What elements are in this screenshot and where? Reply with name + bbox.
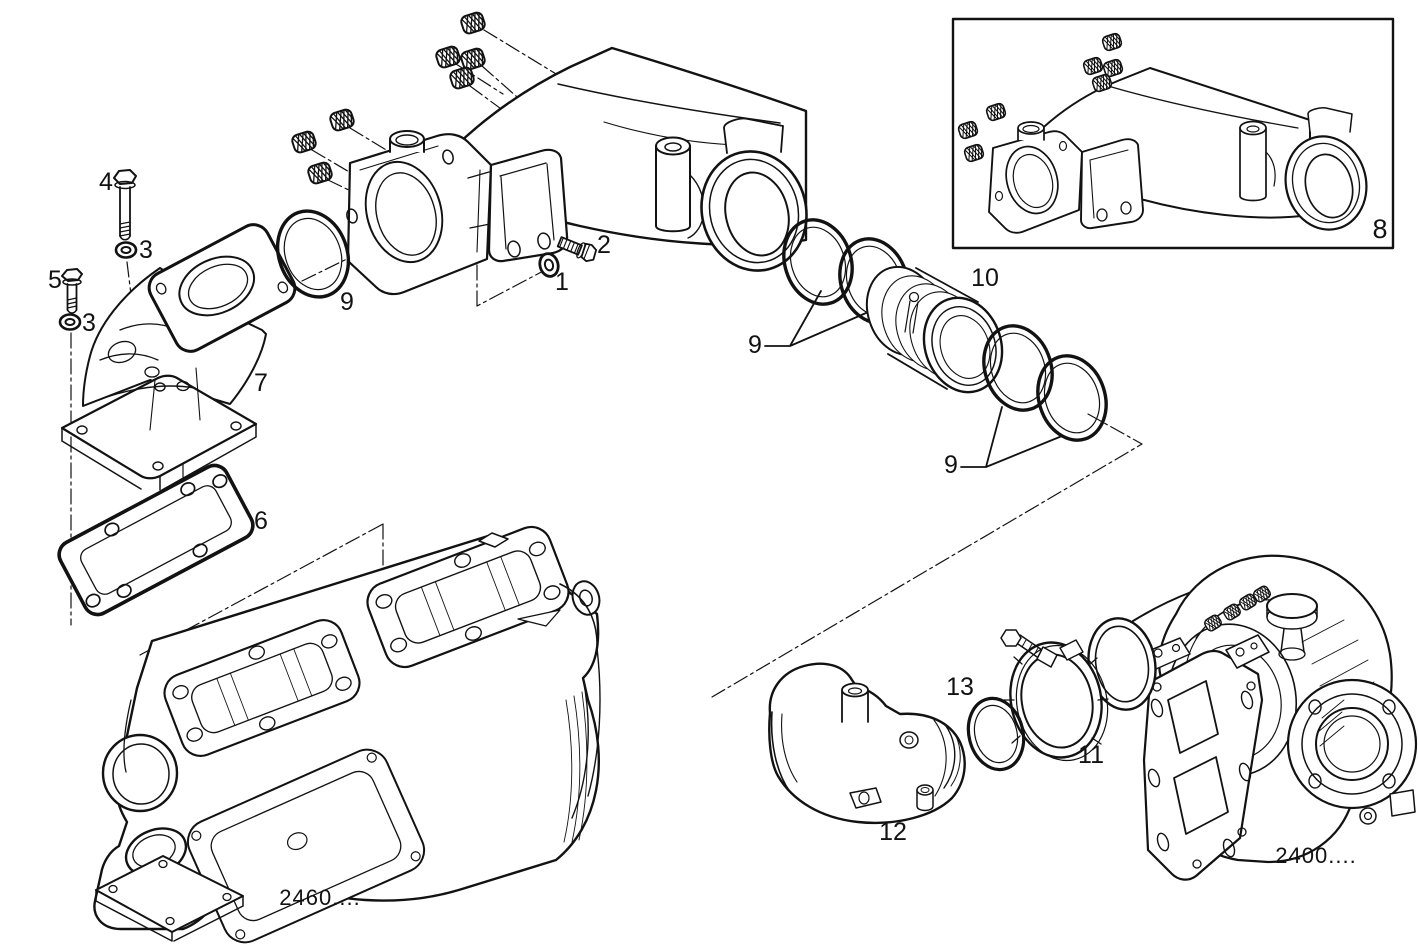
- turbocharger-2400: [1087, 554, 1418, 881]
- callout-7: 7: [254, 369, 268, 397]
- intercooler-manifold-2460: [93, 525, 601, 944]
- washer-part-3: [58, 313, 82, 331]
- bolt-part-4: [113, 169, 137, 241]
- washer-part-3: [114, 241, 138, 259]
- callout-8: 8: [1372, 214, 1387, 244]
- callout-5: 5: [48, 266, 62, 294]
- part-ref-2460: 2460....: [279, 885, 360, 910]
- callout-labels: 1 2 3 3 4 5 6 7 8 9 9 9 10 11 12 13 2460…: [48, 168, 1387, 910]
- label-leader-lines: [764, 290, 1063, 468]
- intake-pipe-main: [346, 46, 808, 296]
- callout-2: 2: [597, 231, 611, 259]
- o-ring-part-9: [1025, 345, 1119, 451]
- bolt-part-5: [61, 268, 83, 314]
- callout-12: 12: [879, 818, 907, 846]
- v-band-clamp-part-11: [1000, 629, 1109, 762]
- elbow-connection-part-7: [60, 223, 297, 491]
- bolt-part-2: [556, 236, 598, 263]
- manifold-port-flange: [366, 525, 570, 669]
- manifold-port-flange: [163, 619, 361, 757]
- callout-13: 13: [946, 673, 974, 701]
- hose-elbow-part-12: [768, 662, 966, 825]
- gasket-part-6: [57, 463, 255, 617]
- callout-11: 11: [1078, 741, 1104, 769]
- inset-box-part-8: [951, 17, 1395, 250]
- part-ref-2400: 2400....: [1275, 843, 1356, 868]
- callout-3: 3: [139, 236, 153, 264]
- callout-9c: 9: [944, 451, 958, 479]
- o-ring-part-13: [966, 696, 1026, 772]
- washer-part-1: [538, 252, 560, 278]
- callout-4: 4: [99, 168, 113, 196]
- callout-9b: 9: [748, 331, 762, 359]
- callout-10: 10: [971, 264, 999, 292]
- callout-9a: 9: [340, 288, 354, 316]
- sleeve-part-10: [865, 265, 1004, 394]
- inset-assembled-manifold: [956, 31, 1368, 234]
- callout-6: 6: [254, 507, 268, 535]
- o-ring-part-9: [275, 209, 351, 299]
- callout-3b: 3: [82, 309, 96, 337]
- callout-1: 1: [555, 268, 569, 296]
